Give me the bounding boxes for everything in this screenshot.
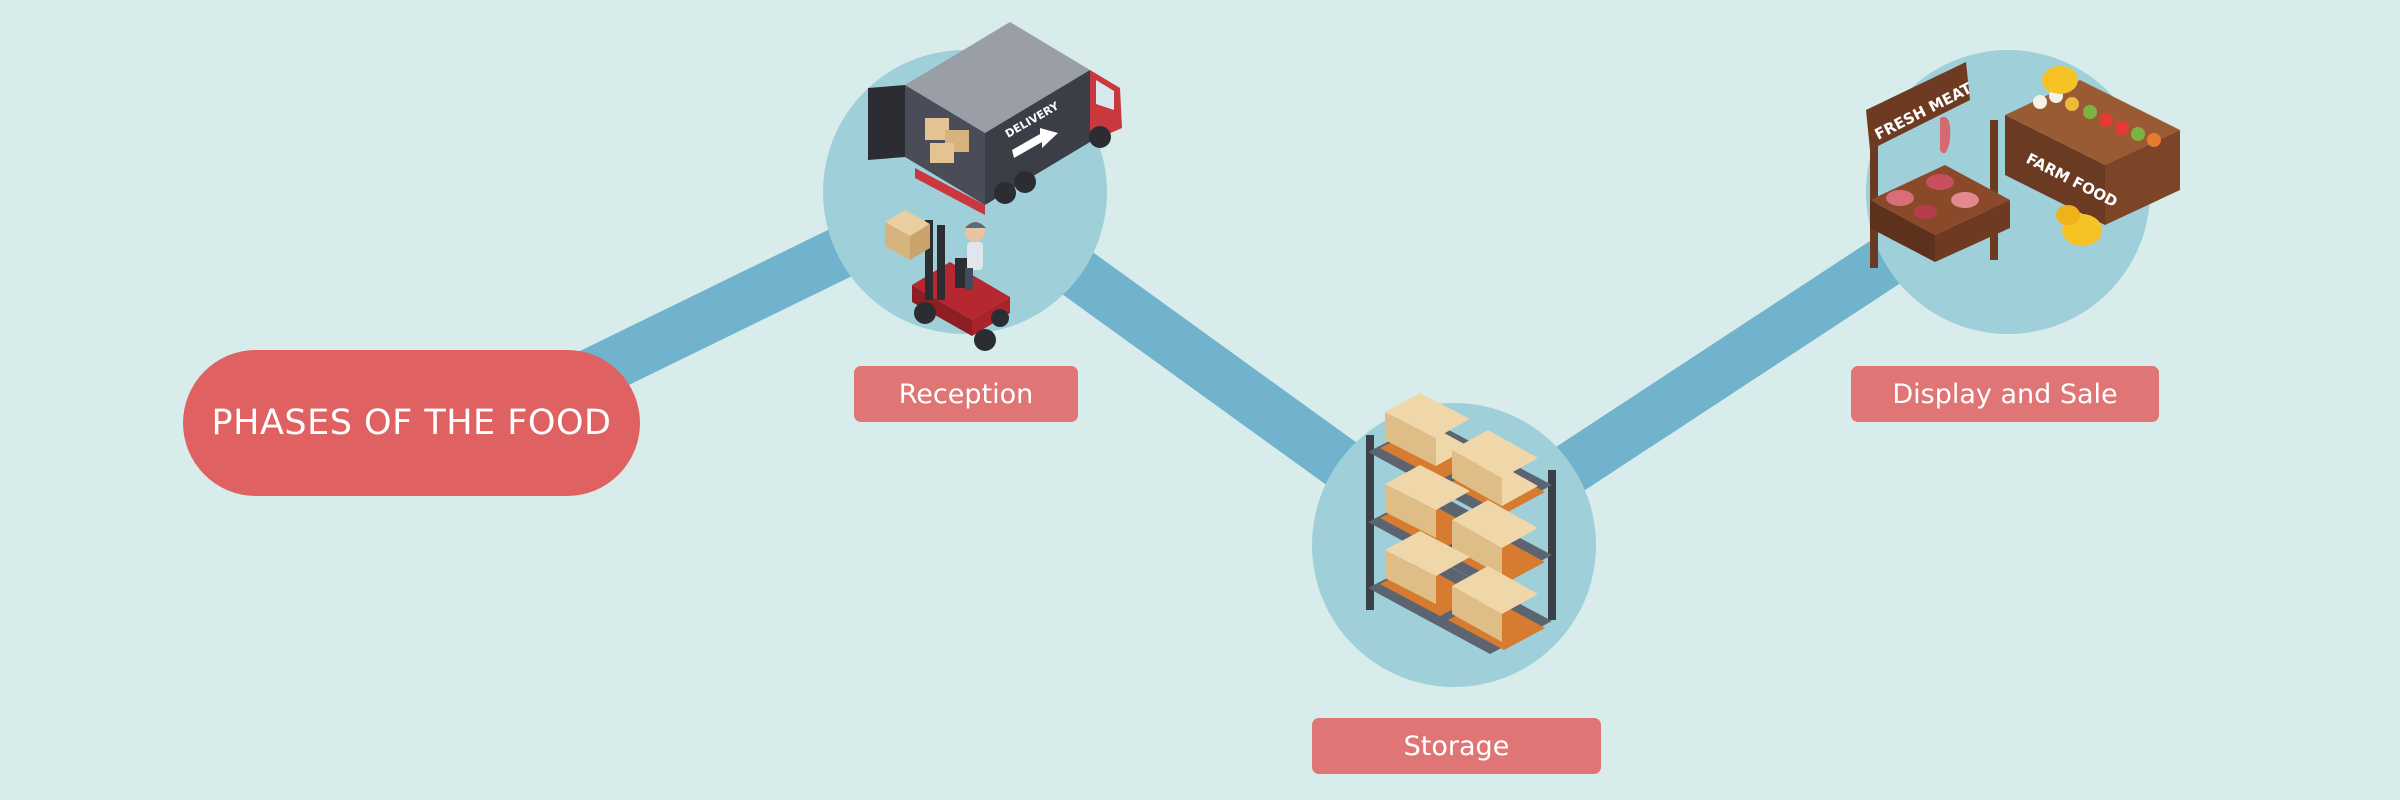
stage-label-reception: Reception (854, 366, 1078, 422)
warehouse-shelves-icon (1366, 393, 1556, 654)
stage-label-display-and-sale: Display and Sale (1851, 366, 2159, 422)
diagram-title: PHASES OF THE FOOD (183, 350, 640, 496)
market-stalls-icon: FRESH MEAT FARM FOOD (1866, 62, 2180, 268)
delivery-truck-forklift-icon: DELIVERY (868, 22, 1122, 351)
stage-label-storage: Storage (1312, 718, 1601, 774)
